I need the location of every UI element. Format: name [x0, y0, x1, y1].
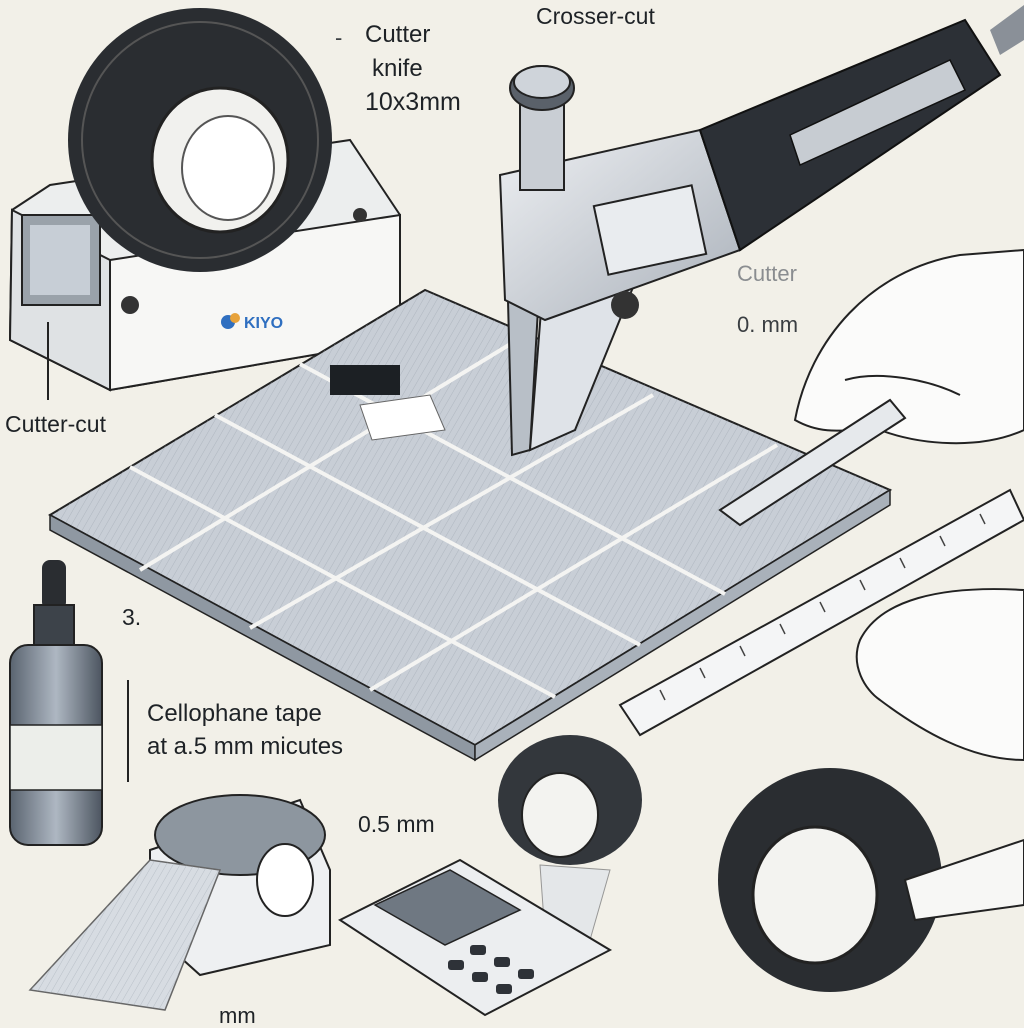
label-cutter-small: Cutter [737, 261, 797, 286]
label-bottom-mm: mm [219, 1003, 256, 1028]
label-half-mm: 0.5 mm [358, 811, 435, 837]
calculator-device [337, 858, 613, 1017]
brand-logo-text: KIYO [244, 315, 283, 332]
label-cutter-knife-line1: Cutter [365, 21, 431, 48]
label-cutter-knife-line2: knife [372, 55, 423, 82]
hand-with-blade [718, 248, 1024, 527]
label-crosser-cut: Crosser-cut [536, 3, 655, 29]
solvent-bottle [9, 560, 103, 846]
hand-holding-ruler [855, 588, 1024, 762]
label-cellophane-line1: Cellophane tape [147, 700, 322, 727]
label-cutter-knife-line3: 10x3mm [365, 88, 461, 116]
cellophane-dispenser [28, 794, 331, 1011]
tape-roll-bottom-right [718, 768, 1024, 992]
label-step-number: 3. [122, 604, 142, 630]
test-panel [47, 288, 893, 762]
ruler [618, 488, 1024, 737]
brand-logo: KIYO [221, 313, 283, 332]
cutter-knife [498, 5, 1024, 457]
label-cutter-cut: Cutter-cut [5, 411, 106, 437]
label-dash-mark: - [335, 25, 343, 50]
tape-roll-large [68, 8, 332, 272]
tape-roll-small [498, 735, 642, 941]
label-cutter-measure: 0. mm [737, 312, 799, 337]
label-cellophane-line2: at a.5 mm micutes [147, 733, 344, 760]
